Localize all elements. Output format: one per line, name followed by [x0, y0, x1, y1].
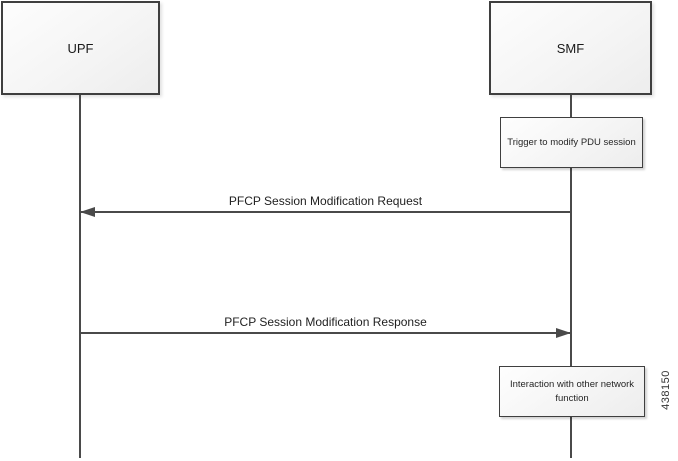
actor-label-smf: SMF [556, 40, 585, 56]
message-response-arrow [80, 332, 571, 334]
lifeline-upf [79, 95, 81, 458]
note-trigger-line: Trigger to modify PDU session [507, 136, 636, 148]
actor-box-upf: UPF [1, 1, 160, 95]
message-response-label: PFCP Session Modification Response [224, 315, 427, 329]
arrowhead-left-icon [80, 207, 95, 217]
arrowhead-right-icon [556, 328, 571, 338]
lifeline-smf [570, 95, 572, 458]
actor-box-smf: SMF [489, 1, 652, 95]
figure-number: 438150 [660, 370, 672, 410]
note-interaction-line-2: function [555, 392, 589, 404]
actor-label-upf: UPF [67, 40, 94, 56]
message-request-arrow [80, 211, 571, 213]
note-interaction-network: Interaction with other network function [499, 366, 645, 417]
note-trigger-pdu-session: Trigger to modify PDU session [500, 117, 643, 168]
message-request-label: PFCP Session Modification Request [228, 194, 423, 208]
note-interaction-line-1: Interaction with other network [509, 379, 635, 391]
